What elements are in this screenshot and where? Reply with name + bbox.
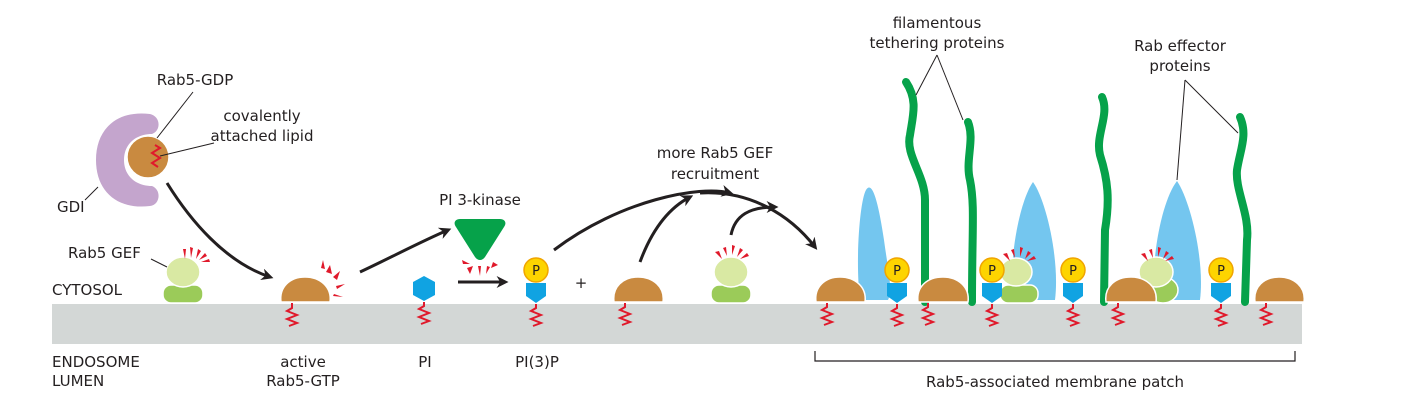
lipid-label-line1: covalently <box>223 107 300 125</box>
phosphate-symbol: P <box>988 264 996 279</box>
rab5-gef-recruited <box>710 245 752 304</box>
effectors-label-line2: proteins <box>1149 57 1210 75</box>
pi3-kinase-label: PI 3-kinase <box>439 191 521 209</box>
effector-protein <box>857 187 891 300</box>
arrow-gef-recruitment <box>729 201 779 236</box>
patch-label: Rab5-associated membrane patch <box>926 373 1184 391</box>
tethering-label-line2: tethering proteins <box>870 34 1005 52</box>
arrow-to-pi3-kinase <box>359 227 452 274</box>
rab5-gdp-label: Rab5-GDP <box>157 71 234 89</box>
arrow-pi3p-recruitment <box>553 185 734 252</box>
plus-sign: + <box>575 274 588 292</box>
pi3-kinase: PI 3-kinase <box>439 191 521 276</box>
active-rab5-label-line1: active <box>280 353 326 371</box>
pi3p-label: PI(3)P <box>515 353 559 371</box>
arrow-main-curve <box>699 191 818 250</box>
cytosol-label: CYTOSOL <box>52 281 123 299</box>
tethering-label-line1: filamentous <box>893 14 982 32</box>
tethering-protein <box>1095 93 1112 306</box>
rab5-gdp <box>126 135 170 179</box>
pi-lipid: PI <box>413 276 435 371</box>
lipid-anchor <box>150 144 162 168</box>
active-rab5-gtp: active Rab5-GTP <box>266 260 345 390</box>
phosphate-symbol: P <box>1217 264 1225 279</box>
endosome-label-line2: LUMEN <box>52 372 104 390</box>
endosome-membrane <box>52 304 1302 344</box>
more-gef-label-line1: more Rab5 GEF <box>657 144 773 162</box>
tethering-protein <box>902 78 929 306</box>
pi3p-lipid: P PI(3)P <box>515 257 559 371</box>
active-rab5-label-line2: Rab5-GTP <box>266 372 340 390</box>
tethering-protein <box>964 118 977 306</box>
gdi-protein <box>96 113 159 207</box>
lipid-label-line2: attached lipid <box>211 127 314 145</box>
rab5-gef-label: Rab5 GEF <box>68 244 141 262</box>
rab5-gef: Rab5 GEF <box>68 244 210 304</box>
gdi-label: GDI <box>57 198 85 216</box>
phosphate-symbol: P <box>1069 264 1077 279</box>
pi-label: PI <box>418 353 431 371</box>
effectors-label-line1: Rab effector <box>1134 37 1227 55</box>
phosphate-symbol: P <box>532 264 540 279</box>
phosphate-symbol: P <box>893 264 901 279</box>
more-gef-label-line2: recruitment <box>671 165 759 183</box>
patch-bracket <box>814 351 1296 362</box>
endosome-label-line1: ENDOSOME <box>52 353 140 371</box>
arrow-rab5-recruitment <box>638 195 694 263</box>
tethering-protein <box>1232 113 1252 306</box>
rab5-membrane-bound <box>613 276 664 326</box>
membrane-patch: P P P P <box>815 78 1305 327</box>
arrow-to-membrane <box>165 182 274 281</box>
gdi-complex: Rab5-GDP covalently attached lipid GDI <box>57 71 313 216</box>
